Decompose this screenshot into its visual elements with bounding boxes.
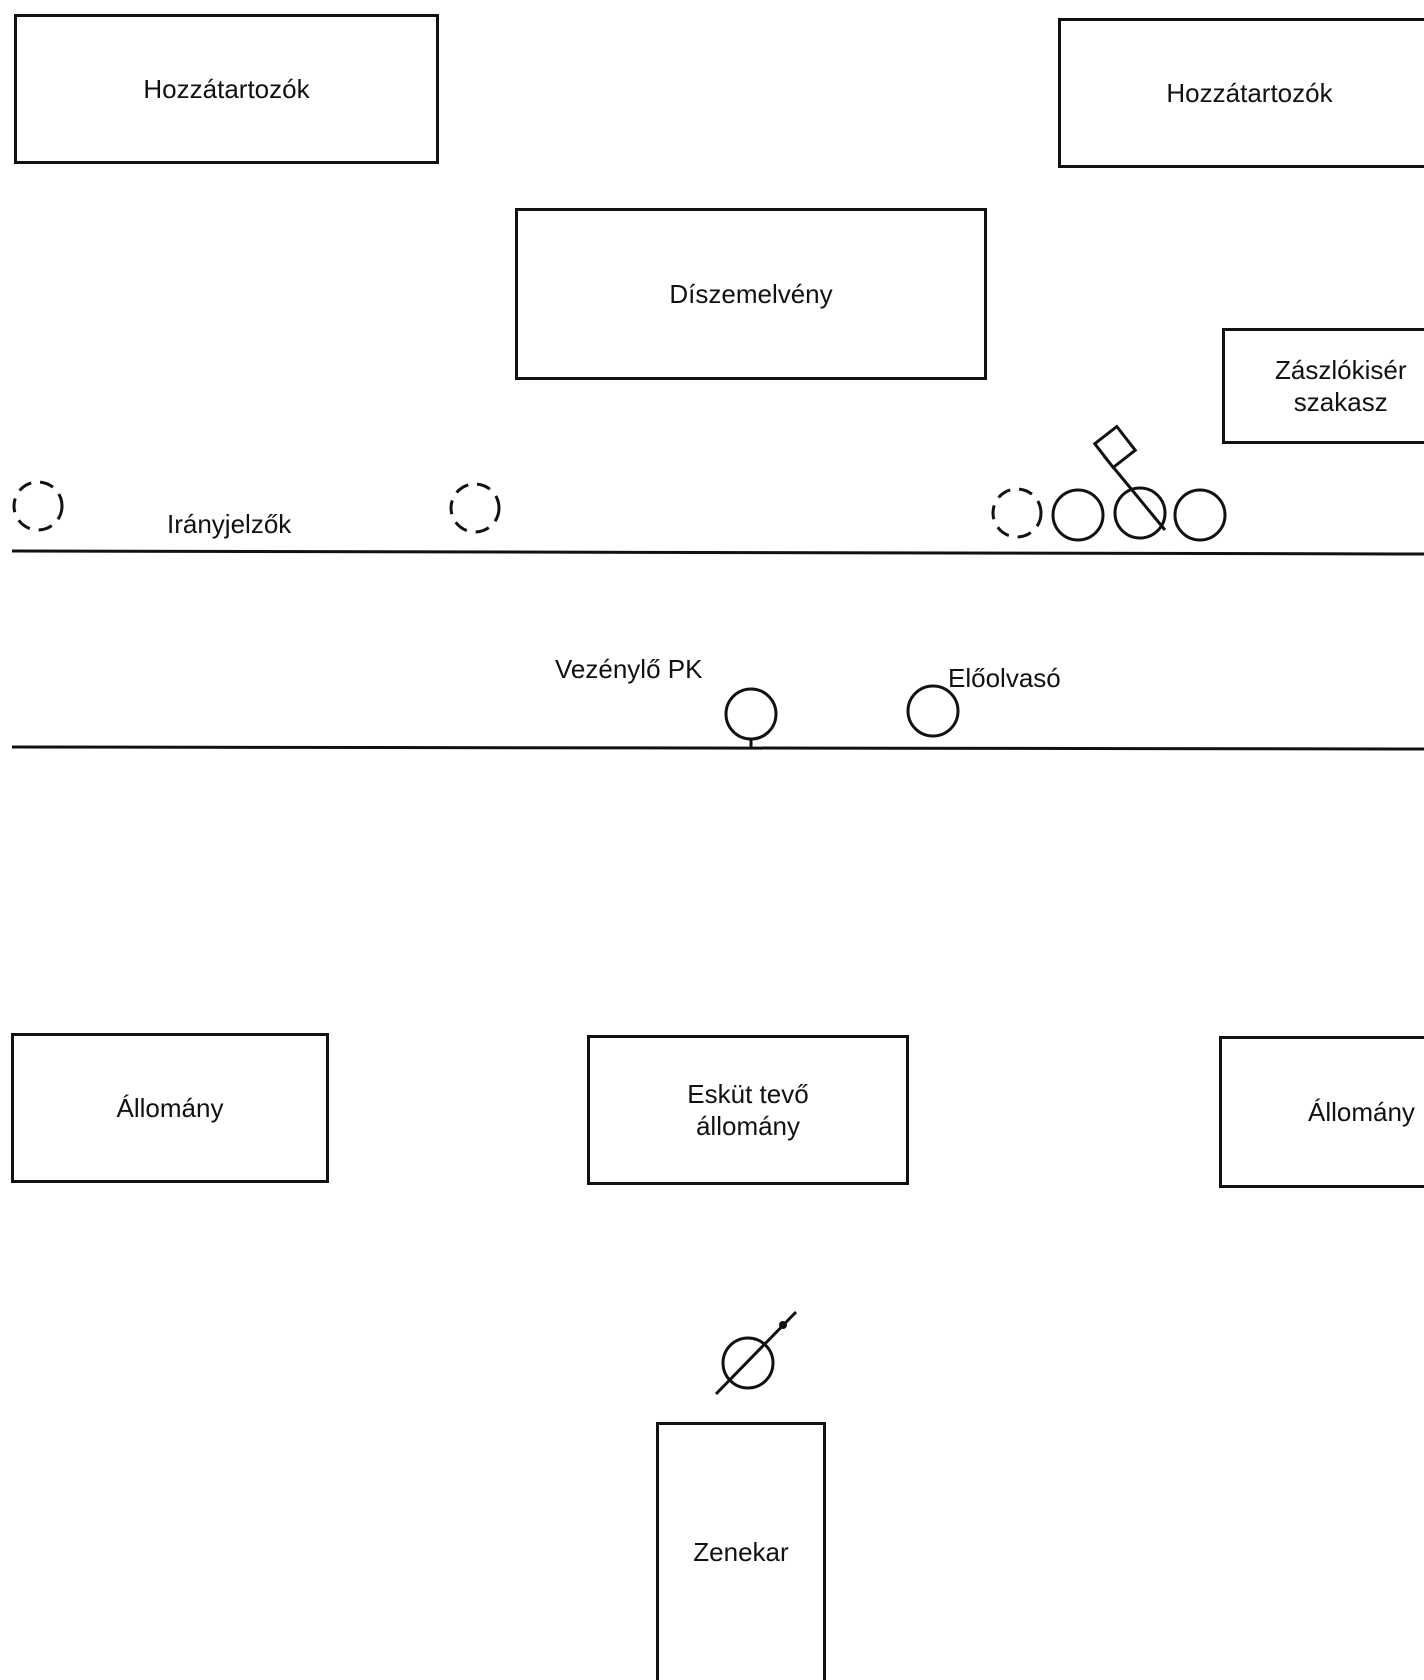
band-box: Zenekar (656, 1422, 826, 1680)
podium-box: Díszemelvény (515, 208, 987, 380)
flag-escort-circle-2 (1173, 488, 1227, 542)
commander-label: Vezénylő PK (555, 654, 703, 684)
conductor-symbol (714, 1310, 798, 1396)
direction-marker-circle-3 (991, 487, 1043, 539)
direction-marker-circle-1 (12, 480, 64, 532)
direction-marker-circle-2 (449, 482, 501, 534)
reader-label: Előolvasó (948, 663, 1061, 693)
personnel-left-box: Állomány (11, 1033, 329, 1183)
flag-escort-circle-1 (1051, 488, 1105, 542)
front-line-lower (11, 745, 1424, 751)
podium-label: Díszemelvény (669, 278, 833, 309)
personnel-left-label: Állomány (116, 1092, 224, 1123)
reader-circle (906, 684, 960, 738)
personnel-right-box: Állomány (1219, 1036, 1424, 1188)
oath-takers-box: Esküt tevő állomány (587, 1035, 909, 1185)
band-label: Zenekar (693, 1537, 789, 1568)
oath-takers-label: Esküt tevő állomány (687, 1078, 809, 1142)
flag-icon (1092, 424, 1167, 531)
relatives-right-box: Hozzátartozók (1058, 18, 1424, 168)
personnel-right-label: Állomány (1308, 1096, 1415, 1127)
relatives-left-label: Hozzátartozók (143, 73, 310, 104)
direction-markers-label: Irányjelzők (167, 509, 292, 539)
front-line-upper (11, 549, 1424, 556)
commander-symbol (724, 687, 778, 749)
flag-escort-box: Zászlókisér szakasz (1222, 328, 1424, 444)
flag-escort-label: Zászlókisér szakasz (1275, 354, 1407, 418)
relatives-left-box: Hozzátartozók (14, 14, 439, 164)
relatives-right-label: Hozzátartozók (1166, 77, 1333, 108)
flag-bearer-circle (1113, 486, 1167, 540)
